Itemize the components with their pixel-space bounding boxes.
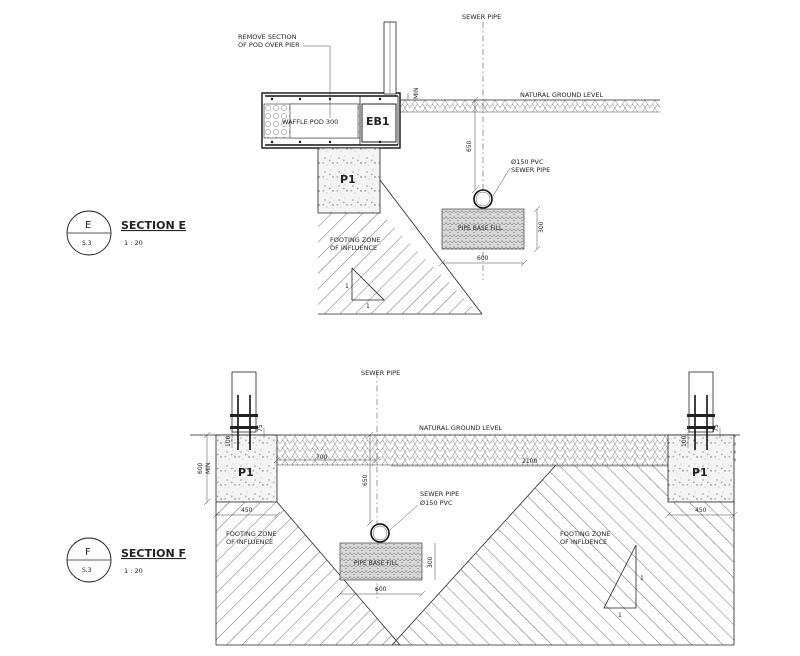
sewer-pipe-label-e: SEWER PIPE	[462, 13, 501, 21]
footing-zone-right	[392, 465, 734, 645]
remove-note-line2: OF POD OVER PIER	[238, 41, 300, 49]
footing-zone-left	[216, 502, 400, 645]
pipe-base-fill-label-e: PIPE BASE FILL	[458, 225, 503, 232]
fill-height-dim-e: 300	[538, 221, 545, 233]
footing-zone-e	[318, 213, 480, 314]
pipe-note-e-line2: SEWER PIPE	[511, 166, 550, 174]
bubble-letter-f: F	[85, 547, 91, 558]
footing-zone-e-line2: OF INFLUENCE	[330, 244, 377, 252]
footing-zone-right-line1: FOOTING ZONE	[560, 530, 610, 538]
footing-zone-left-line2: OF INFLUENCE	[226, 538, 273, 546]
pier-tag-left: P1	[238, 466, 254, 479]
fill-width-dim-e: 600	[477, 255, 489, 262]
dist-right-dim: 2100	[522, 458, 537, 465]
bubble-sheet-e: S.3	[82, 240, 92, 247]
natural-ground-label-e: NATURAL GROUND LEVEL	[520, 91, 604, 99]
waffle-pod-label: WAFFLE POD 300	[282, 118, 338, 126]
min-label-f: MIN	[205, 463, 212, 474]
ground-surface-e	[400, 100, 660, 112]
small-dim-right: 100	[681, 435, 688, 447]
pipe-base-fill-f	[339, 542, 423, 581]
section-scale-f: 1 : 20	[124, 567, 143, 575]
remove-note-line1: REMOVE SECTION	[238, 33, 297, 41]
section-title-f: SECTION F	[121, 547, 186, 560]
footing-zone-right-line2: OF INFLUENCE	[560, 538, 607, 546]
min-label-e: MIN	[413, 88, 420, 99]
section-title-e: SECTION E	[121, 219, 186, 232]
post-left	[230, 371, 258, 450]
pier-tag-e: P1	[340, 173, 356, 186]
sewer-pipe-label-f: SEWER PIPE	[361, 369, 400, 377]
slope-run-f: 1	[618, 612, 622, 619]
pier-tag-right: P1	[692, 466, 708, 479]
pipe-base-fill-label-f: PIPE BASE FILL	[354, 560, 399, 567]
section-scale-e: 1 : 20	[124, 239, 143, 247]
depth-dim-f: 650	[362, 474, 369, 486]
pipe-note-e-line1: Ø150 PVC	[511, 158, 544, 166]
pipe-note-f-line1: SEWER PIPE	[420, 490, 459, 498]
section-e: REMOVE SECTION OF POD OVER PIER SEWER PI…	[66, 13, 660, 315]
fill-height-dim-f: 300	[427, 556, 434, 568]
bubble-letter-e: E	[85, 220, 91, 231]
post-right	[687, 371, 715, 450]
right-pier-width: 450	[695, 507, 707, 514]
fill-width-dim-f: 600	[375, 586, 387, 593]
beam-tag-eb1: EB1	[366, 115, 390, 128]
small-dim-left: 100	[225, 435, 232, 447]
section-f: SEWER PIPE NATURAL GROUND LEVEL P1 P1 60…	[66, 369, 740, 646]
sewer-pipe-f[interactable]	[370, 523, 390, 543]
small-dim-right2: 75	[713, 424, 720, 432]
depth-dim-e: 650	[466, 140, 473, 152]
footing-zone-e-line1: FOOTING ZONE	[330, 236, 380, 244]
slope-rise-e: 1	[345, 283, 349, 290]
pier-depth-dim-f: 600	[197, 462, 204, 474]
section-bubble-e[interactable]: E S.3	[66, 210, 112, 256]
pipe-note-f-line2: Ø150 PVC	[420, 499, 453, 507]
small-dim-left2: 75	[257, 424, 264, 432]
bubble-sheet-f: S.3	[82, 567, 92, 574]
sewer-pipe-e[interactable]	[473, 189, 493, 209]
section-bubble-f[interactable]: F S.3	[66, 537, 112, 583]
slope-run-e: 1	[366, 303, 370, 310]
dist-left-dim: 700	[316, 454, 328, 461]
footing-zone-left-line1: FOOTING ZONE	[226, 530, 276, 538]
pier-p1-left	[215, 434, 278, 503]
slope-rise-f: 1	[640, 575, 644, 582]
left-pier-width: 450	[241, 507, 253, 514]
natural-ground-label-f: NATURAL GROUND LEVEL	[419, 424, 503, 432]
pipe-base-fill-e	[441, 208, 525, 250]
ground-surface-f	[216, 435, 736, 465]
